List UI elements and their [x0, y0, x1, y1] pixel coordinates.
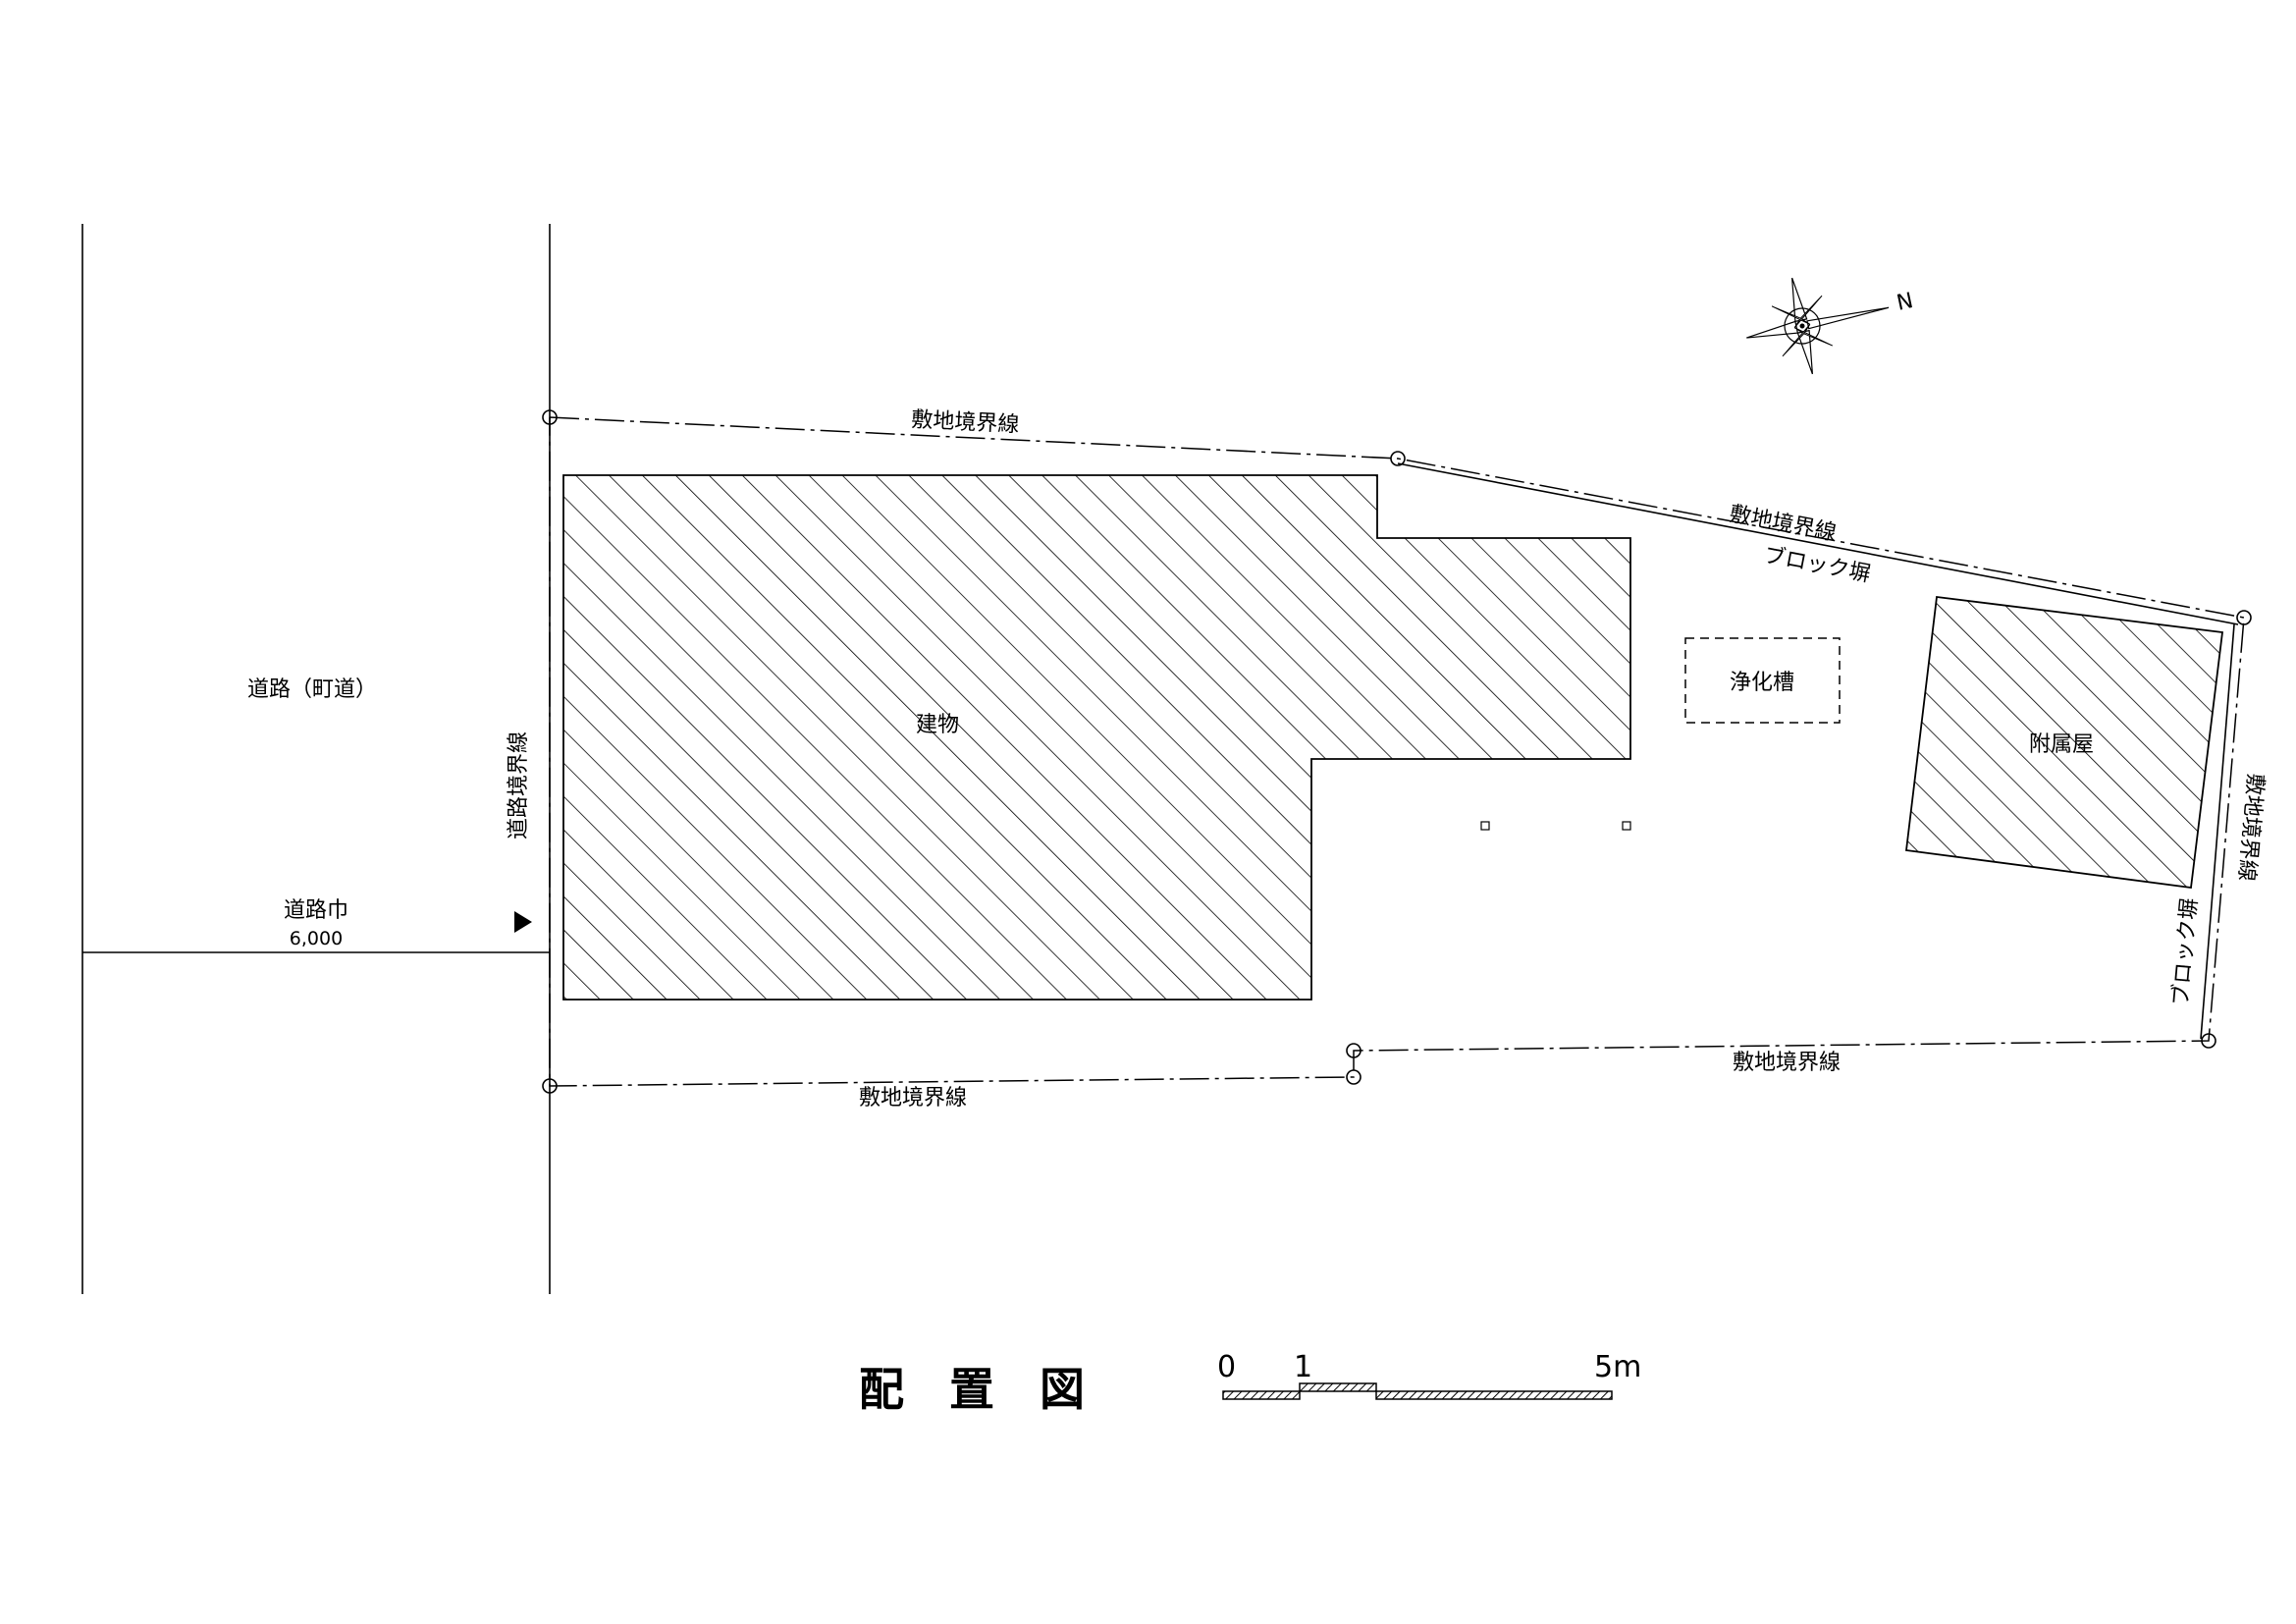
road-boundary-label: 道路境界線	[507, 731, 531, 839]
scale-bar	[1222, 1382, 1613, 1400]
small-marker	[1622, 821, 1631, 831]
site-boundary-label-top-right: 敷地境界線	[1728, 502, 1839, 546]
north-label: N	[1895, 289, 1915, 316]
north-arrow-icon	[1746, 277, 1890, 375]
boundary-marker	[1390, 451, 1406, 466]
small-marker	[1480, 821, 1490, 831]
block-wall-label-right: ブロック塀	[2168, 897, 2202, 1007]
road-label: 道路（町道）	[247, 677, 377, 702]
scale-label-0: 0	[1217, 1350, 1236, 1384]
boundary-marker	[542, 1078, 558, 1094]
site-boundary-line	[549, 416, 2245, 1087]
annex-building	[1905, 595, 2224, 890]
block-wall-top	[1397, 462, 2239, 625]
main-building	[562, 474, 1631, 1001]
scale-label-5m: 5m	[1594, 1350, 1641, 1384]
site-boundary-label-right: 敷地境界線	[2233, 773, 2267, 883]
drawing-title: 配 置 図	[859, 1363, 1085, 1416]
road-width-label: 道路巾	[284, 898, 348, 923]
septic-label: 浄化槽	[1730, 671, 1794, 695]
site-boundary-label-bottom-right: 敷地境界線	[1733, 1051, 1841, 1075]
road-width-value: 6,000	[290, 928, 343, 949]
entrance-arrow-icon	[514, 911, 532, 933]
boundary-marker	[2201, 1033, 2216, 1049]
boundary-marker	[542, 409, 558, 425]
boundary-marker	[1346, 1043, 1362, 1058]
site-boundary-label-bottom-left: 敷地境界線	[859, 1086, 967, 1110]
annex-label: 附属屋	[2029, 732, 2094, 757]
scale-label-1: 1	[1294, 1350, 1312, 1384]
block-wall-label-top: ブロック塀	[1762, 543, 1873, 587]
boundary-marker	[1346, 1069, 1362, 1085]
boundary-marker	[2236, 610, 2252, 625]
site-boundary-label-top-left: 敷地境界線	[911, 407, 1020, 437]
building-label: 建物	[916, 713, 959, 737]
septic-tank	[1684, 637, 1841, 724]
block-wall-right	[2200, 623, 2235, 1040]
